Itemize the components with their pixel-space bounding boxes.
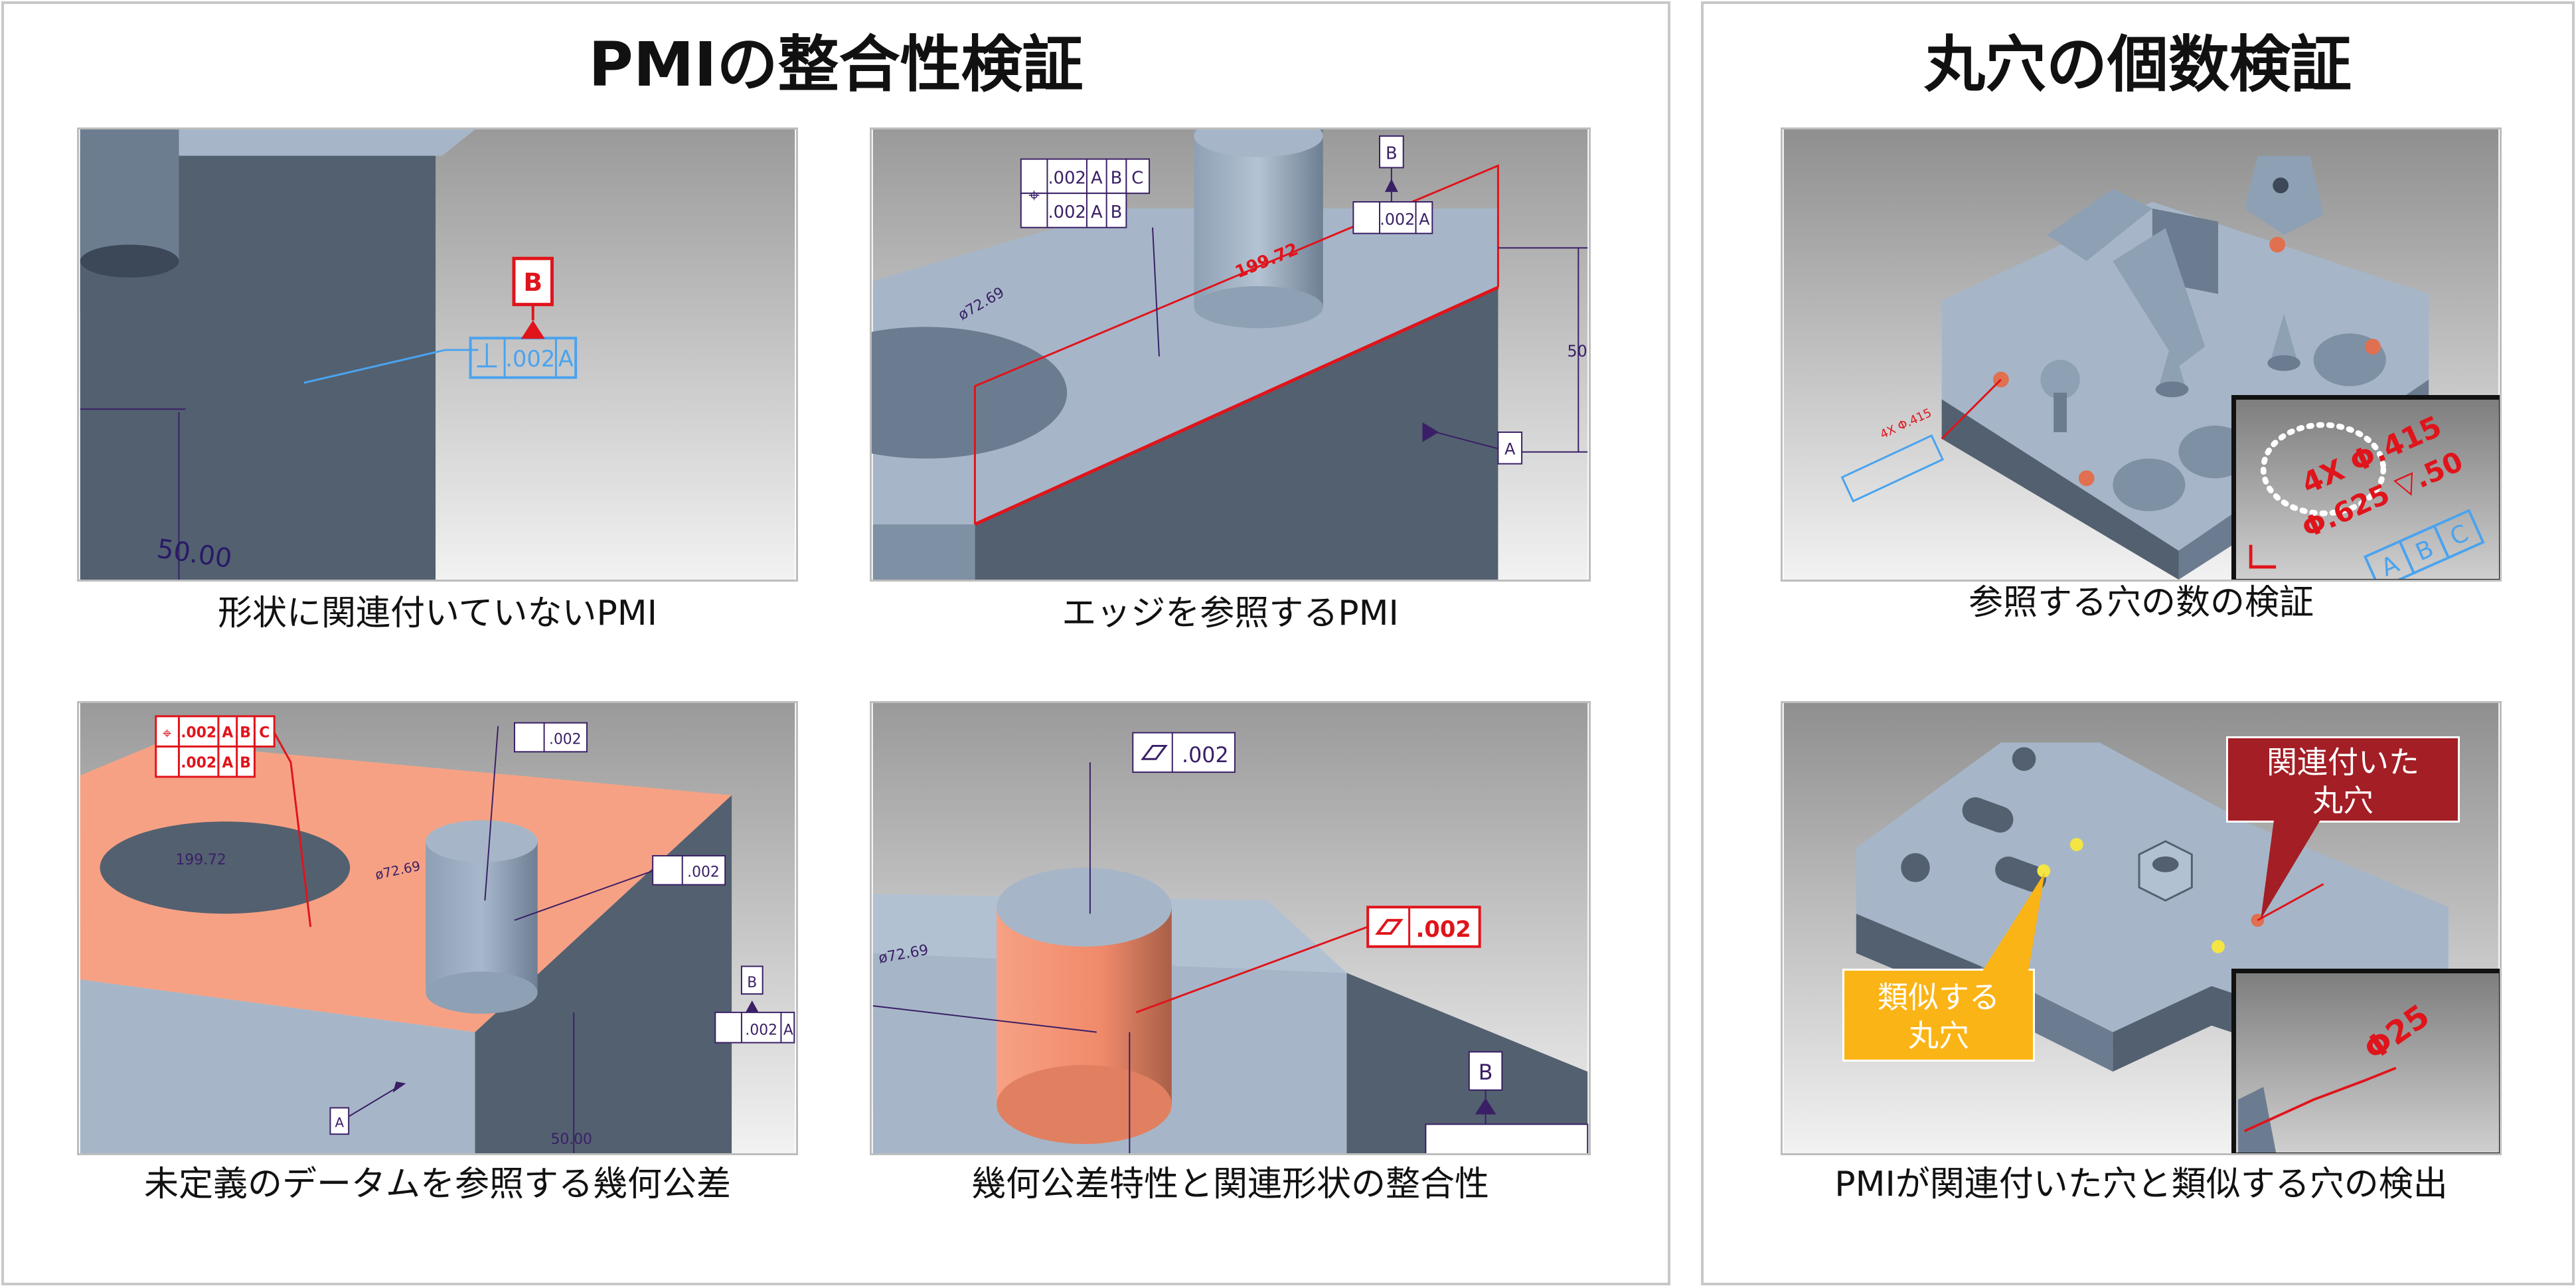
right-panel: 丸穴の個数検証 <box>1701 1 2575 1285</box>
flat-tol-2: .002 <box>687 864 720 881</box>
fcf-ref-c: C <box>1131 168 1143 188</box>
cad-view-hole-count: 4X Φ.415 <box>1783 129 2499 580</box>
caption-similar-holes: PMIが関連付いた穴と類似する穴の検出 <box>1834 1165 2448 1204</box>
fcf-red-2: .002 <box>181 755 216 771</box>
perp-ref: A <box>1419 210 1430 229</box>
callout-similar-text: 類似する 丸穴 <box>1878 979 2000 1054</box>
caption-undefined-datum: 未定義のデータムを参照する幾何公差 <box>143 1165 731 1204</box>
perp-ref-3: A <box>783 1022 793 1039</box>
dim-199: 199.72 <box>175 852 226 868</box>
fcf-red-a2: A <box>222 755 233 771</box>
figure-edge-pmi: 199.72 ø72.69 ⌖ .002 .002 A B A B C .002… <box>870 127 1591 582</box>
perp-tol-3: .002 <box>745 1022 777 1039</box>
datum-b-3: B <box>747 975 757 991</box>
perp-tol: .002 <box>1380 210 1415 229</box>
flat-tol-4: .002 <box>1182 744 1229 767</box>
left-panel: PMIの整合性検証 .002 A <box>1 1 1670 1285</box>
callout-associated-hole: 関連付いた 丸穴 <box>2226 736 2460 823</box>
figure-unassociated-pmi: .002 A B 50.00 <box>77 127 798 582</box>
datum-b: B <box>1386 144 1398 164</box>
cad-view-unassociated: .002 A B 50.00 <box>80 129 795 580</box>
inset-ref-c: C <box>2446 519 2473 552</box>
cad-view-geometric-consistency: ø72.69 .002 .002 B <box>872 703 1589 1153</box>
flat-tol-red-4: .002 <box>1416 916 1471 942</box>
caption-hole-count: 参照する穴の数の検証 <box>1968 583 2314 623</box>
callout-associated-pointer <box>2261 820 2320 920</box>
flat-tol-1: .002 <box>549 731 582 748</box>
caption-geometric-consistency: 幾何公差特性と関連形状の整合性 <box>971 1165 1489 1204</box>
datum-b-4: B <box>1479 1061 1493 1085</box>
fcf-red-c: C <box>259 725 270 742</box>
svg-text:⌖: ⌖ <box>1028 184 1040 207</box>
caption-edge-pmi: エッジを参照するPMI <box>1062 594 1399 633</box>
callout-associated-text: 関連付いた 丸穴 <box>2267 744 2419 819</box>
fcf-red-b: B <box>240 725 251 742</box>
fcf-red-a: A <box>222 725 233 742</box>
inset-ref-a: A <box>2377 549 2403 579</box>
datum-b-label: B <box>523 268 542 297</box>
datum-a: A <box>1504 440 1516 459</box>
svg-text:⌖: ⌖ <box>163 724 172 743</box>
cad-view-undefined-datum: ⌖ .002 .002 A B A B C .002 .002 199.72 ø… <box>80 703 795 1153</box>
datum-ref: A <box>558 346 574 372</box>
fcf-ref-b2: B <box>1111 202 1123 222</box>
inset-ref-b: B <box>2411 534 2438 566</box>
figure-geometric-consistency: ø72.69 .002 .002 B <box>870 701 1591 1155</box>
hole-count-inset: 4X Φ.415 Φ.625 ▽.50 A B C <box>2231 395 2500 580</box>
callout-similar-pointer <box>1982 872 2045 972</box>
tol-value: .002 <box>505 346 555 372</box>
inset-phi25: Φ25 <box>2358 998 2437 1068</box>
callout-similar-hole: 類似する 丸穴 <box>1842 969 2035 1062</box>
similar-holes-inset: Φ25 <box>2231 969 2500 1153</box>
right-panel-title: 丸穴の個数検証 <box>1923 29 2352 100</box>
fcf-ref-b: B <box>1111 168 1123 188</box>
figure-hole-count: 4X Φ.415 4X Φ.415 Φ.625 ▽.50 A B C <box>1781 127 2502 582</box>
fcf-value-1: .002 <box>1048 168 1086 188</box>
figure-undefined-datum: ⌖ .002 .002 A B A B C .002 .002 199.72 ø… <box>77 701 798 1155</box>
fcf-ref-a: A <box>1091 168 1103 188</box>
datum-a-3: A <box>335 1115 345 1130</box>
figure-similar-holes: 関連付いた 丸穴 類似する 丸穴 Φ25 <box>1781 701 2502 1155</box>
fcf-ref-a2: A <box>1091 202 1103 222</box>
fcf-red-b2: B <box>240 755 251 771</box>
fcf-value-2: .002 <box>1048 202 1086 222</box>
left-panel-title: PMIの整合性検証 <box>588 29 1084 100</box>
caption-unassociated-pmi: 形状に関連付いていないPMI <box>218 594 657 633</box>
cad-view-edge: 199.72 ø72.69 ⌖ .002 .002 A B A B C .002… <box>872 129 1589 580</box>
side-dim: 50.0 <box>1568 342 1589 361</box>
fcf-red-1: .002 <box>181 725 216 742</box>
dim-50-3: 50.00 <box>550 1131 592 1148</box>
